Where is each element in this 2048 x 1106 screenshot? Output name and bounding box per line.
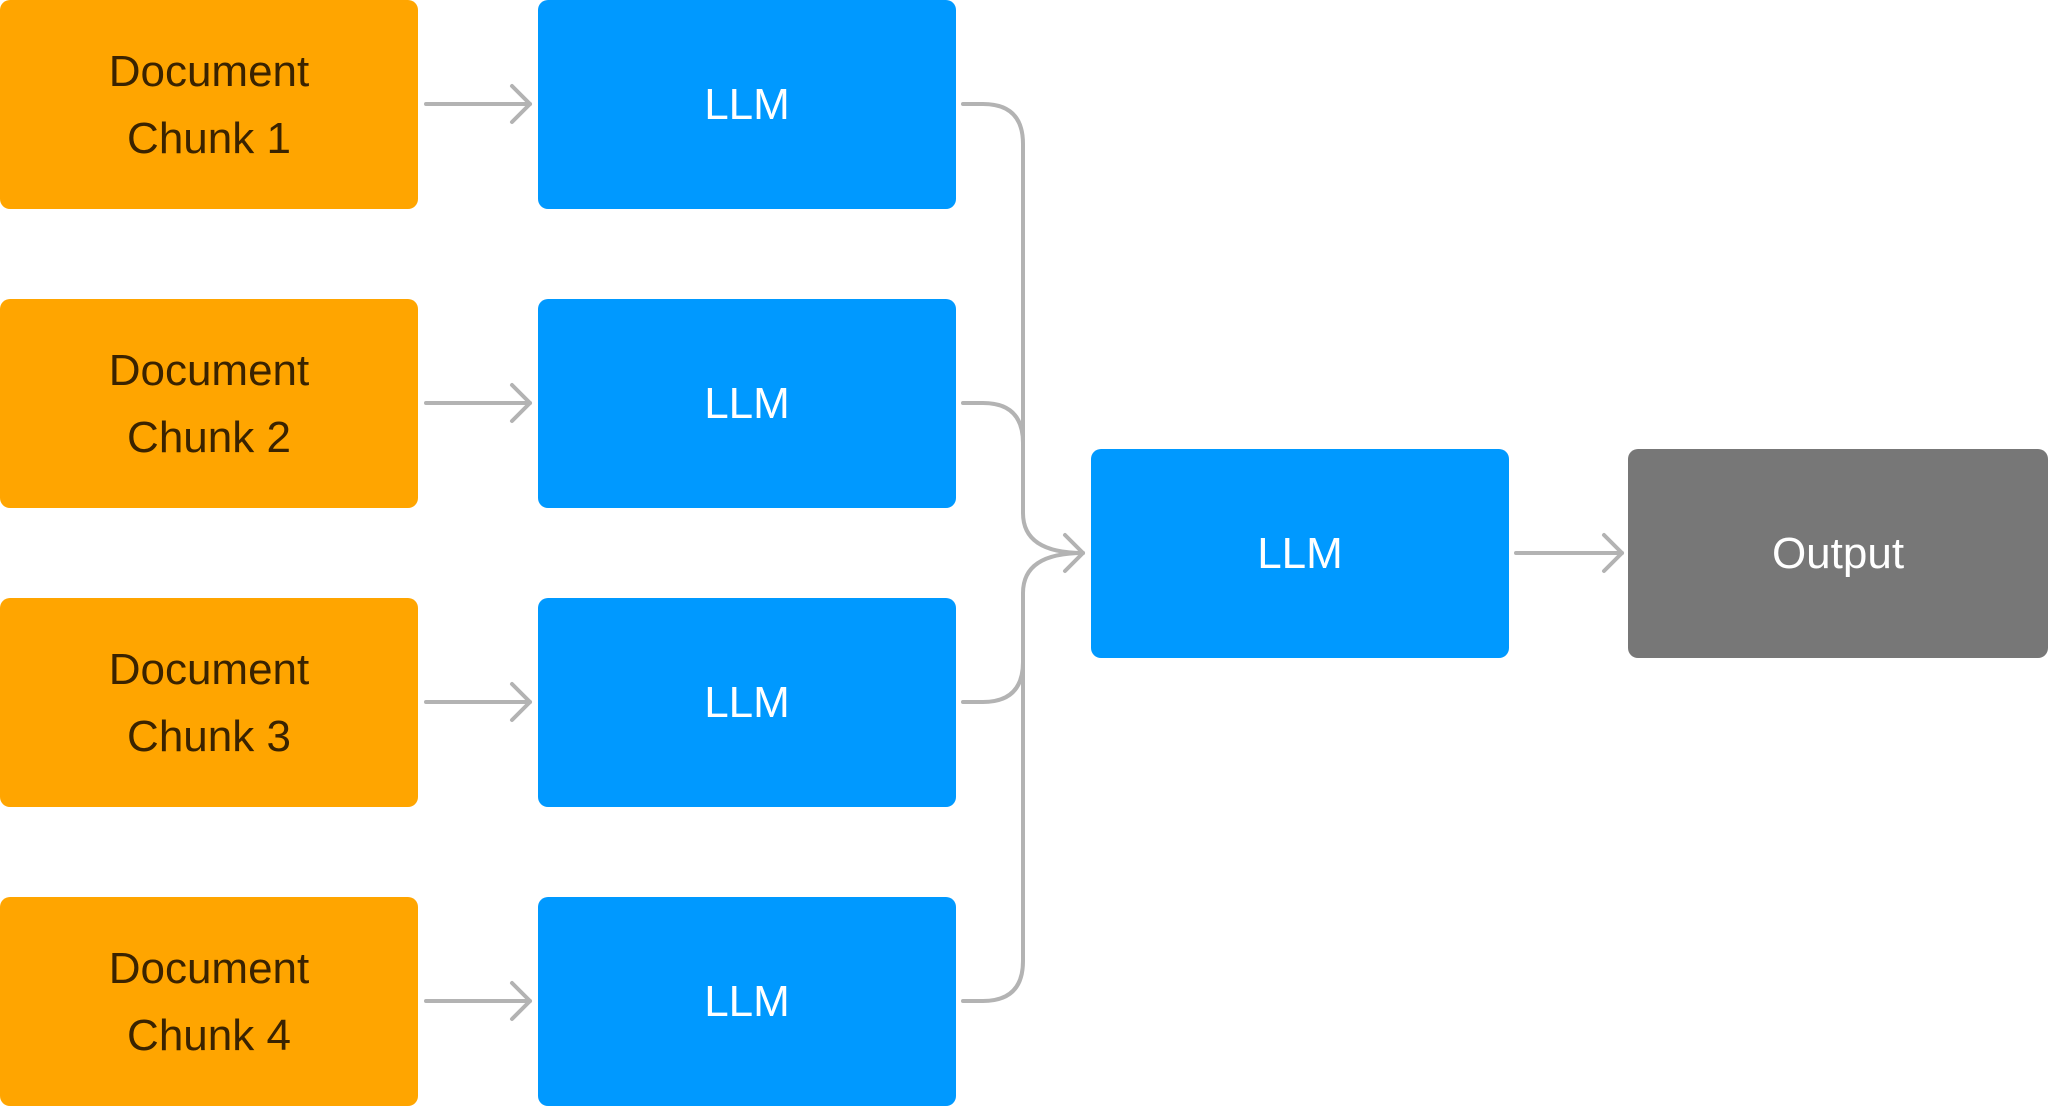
combine-llm-node: LLM: [1091, 449, 1509, 658]
document-chunk-4-line1: Document: [108, 943, 310, 993]
document-chunk-2-line1: Document: [108, 345, 310, 395]
connector-llm1-to-combine: [961, 102, 1085, 555]
document-chunk-2: Document Chunk 2: [0, 299, 418, 508]
llm-node-3: LLM: [538, 598, 956, 807]
connector-llm3-to-combine: [961, 660, 1025, 704]
output-node: Output: [1628, 449, 2048, 658]
document-chunk-1-line2: Chunk 1: [127, 113, 291, 163]
llm-node-4: LLM: [538, 897, 956, 1106]
llm-node-2-label: LLM: [704, 378, 790, 428]
output-label: Output: [1771, 528, 1905, 578]
document-chunk-4-line2: Chunk 4: [127, 1010, 291, 1060]
combine-llm-label: LLM: [1257, 528, 1343, 578]
document-chunk-2-line2: Chunk 2: [127, 412, 291, 462]
arrow-doc2-to-llm2: [424, 383, 532, 423]
llm-node-4-label: LLM: [704, 976, 790, 1026]
connector-llm2-to-combine: [961, 401, 1025, 445]
arrow-doc3-to-llm3: [424, 682, 532, 722]
llm-node-2: LLM: [538, 299, 956, 508]
arrow-doc4-to-llm4: [424, 981, 532, 1021]
arrow-doc1-to-llm1: [424, 84, 532, 124]
connector-llm4-to-combine: [961, 551, 1085, 1003]
llm-node-3-label: LLM: [704, 677, 790, 727]
document-chunk-3: Document Chunk 3: [0, 598, 418, 807]
arrow-combine-to-output: [1514, 533, 1624, 573]
document-chunk-3-line1: Document: [108, 644, 310, 694]
llm-node-1: LLM: [538, 0, 956, 209]
document-chunk-3-line2: Chunk 3: [127, 711, 291, 761]
document-chunk-4: Document Chunk 4: [0, 897, 418, 1106]
arrow-bus-to-combine: [1063, 533, 1085, 573]
document-chunk-1-line1: Document: [108, 46, 310, 96]
document-chunk-1: Document Chunk 1: [0, 0, 418, 209]
llm-node-1-label: LLM: [704, 79, 790, 129]
